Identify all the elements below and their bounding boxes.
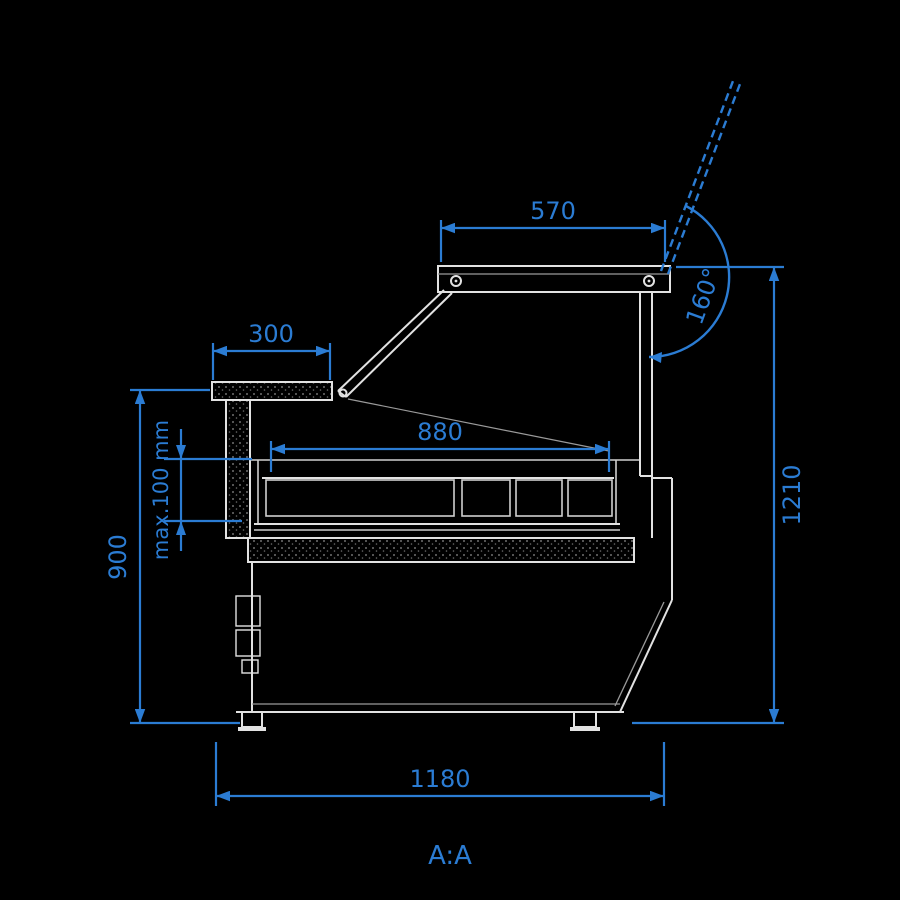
compressor-detail-3 xyxy=(241,659,259,674)
pan-small-2 xyxy=(515,479,563,517)
dimension-1180: 1180 xyxy=(214,742,666,806)
base-right-slant-inner xyxy=(614,601,665,707)
dimension-label-total-length: 1180 xyxy=(409,765,470,793)
customer-shelf-panel xyxy=(211,381,333,401)
dimension-label-inner-width: 880 xyxy=(417,418,463,446)
pan-large xyxy=(265,479,455,517)
dimension-label-shelf-depth: 300 xyxy=(248,320,294,348)
canopy-outline xyxy=(437,265,671,293)
dimension-pan-depth: max.100 mm xyxy=(149,420,252,560)
rear-wall xyxy=(639,292,653,478)
glass-sight-line xyxy=(347,398,610,452)
arrowhead xyxy=(649,352,662,363)
dimension-900: 900 xyxy=(104,388,240,725)
section-label: A:A xyxy=(428,841,472,871)
dimension-570: 570 xyxy=(439,197,667,262)
left-wall-panel xyxy=(225,399,251,539)
front-glass-inner xyxy=(345,292,453,398)
front-glass xyxy=(337,289,453,398)
feet xyxy=(238,711,600,731)
canopy xyxy=(437,265,671,293)
open-lid-dashed-outer xyxy=(659,80,735,272)
front-glass-outer xyxy=(337,289,445,392)
glass-hinge-icon xyxy=(450,275,462,287)
pan-small-1 xyxy=(461,479,511,517)
foot-left xyxy=(241,711,263,728)
glass-hinge-pin xyxy=(454,279,458,283)
lid-hinge-icon xyxy=(643,275,655,287)
lid-hinge-pin xyxy=(647,279,651,283)
angle-arc xyxy=(648,204,731,359)
left-wall xyxy=(225,399,251,539)
glass-bottom-hinge-icon xyxy=(338,388,348,398)
dimension-label-pan-depth: max.100 mm xyxy=(149,420,173,560)
arrowhead xyxy=(176,445,186,459)
display-case xyxy=(211,265,673,731)
dimension-880: 880 xyxy=(269,418,611,472)
open-lid-indicator: 160° xyxy=(648,80,742,363)
dimension-label-lid-angle: 160° xyxy=(680,264,726,328)
dimension-label-total-height: 1210 xyxy=(778,464,806,525)
base-right-slant-outer xyxy=(619,599,673,713)
dimension-label-top-width: 570 xyxy=(530,197,576,225)
open-lid-dashed-inner xyxy=(666,83,742,275)
compressor-detail-1 xyxy=(235,595,261,627)
dimensions: 570 300 880 max.100 mm 900 xyxy=(104,80,806,806)
base-body xyxy=(235,477,673,713)
foot-right-plate xyxy=(570,727,600,731)
insulated-deck-band xyxy=(247,537,635,563)
compressor-detail-2 xyxy=(235,629,261,657)
pan-small-3 xyxy=(567,479,613,517)
dimension-1210: 1210 xyxy=(632,265,806,725)
foot-left-plate xyxy=(238,727,266,731)
dimension-label-front-height: 900 xyxy=(104,534,132,580)
arrowhead xyxy=(176,521,186,535)
insulated-deck xyxy=(247,537,635,563)
foot-right xyxy=(573,711,597,728)
display-well xyxy=(250,459,640,531)
dimension-300: 300 xyxy=(211,320,332,380)
customer-shelf xyxy=(211,381,333,401)
